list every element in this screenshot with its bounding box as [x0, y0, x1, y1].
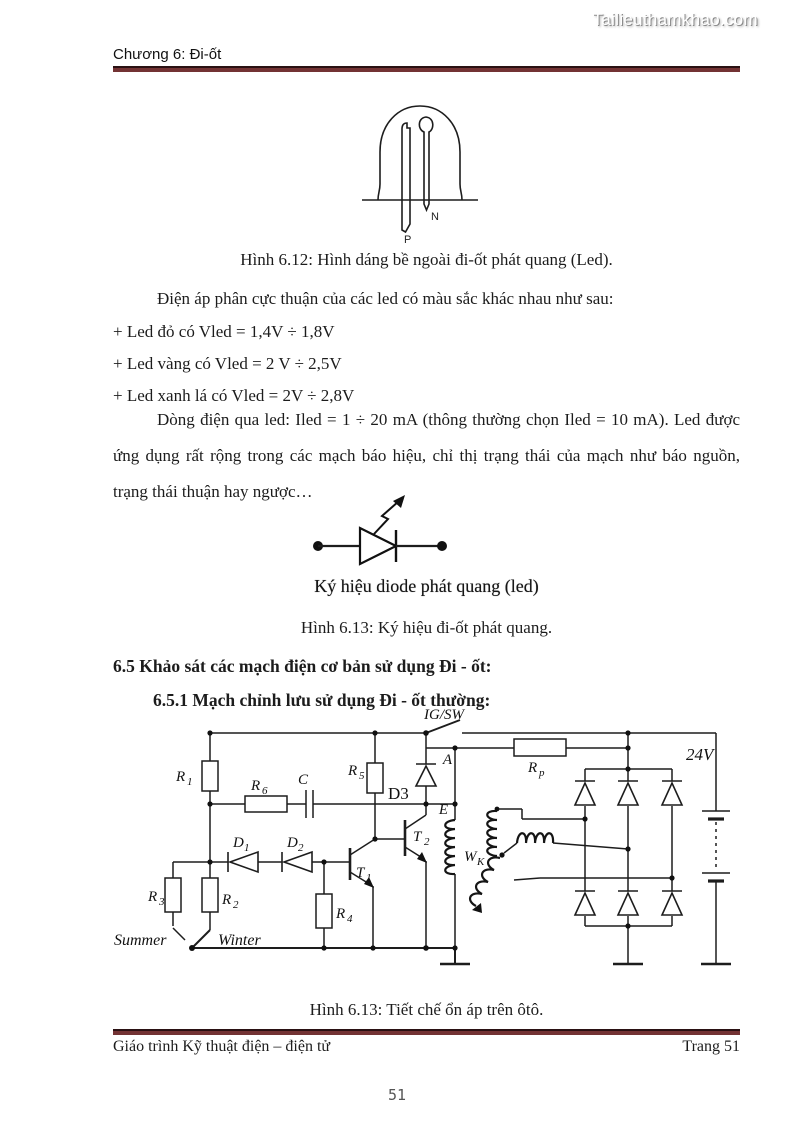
footer-rule: [113, 1029, 740, 1035]
svg-text:1: 1: [244, 842, 250, 854]
svg-text:2: 2: [424, 836, 430, 848]
label-r5: R: [347, 763, 357, 779]
led-package-outline: [362, 105, 478, 234]
led-symbol-label: Ký hiệu diode phát quang (led): [314, 576, 539, 596]
svg-text:K: K: [476, 856, 485, 868]
page-number: 51: [387, 1086, 407, 1104]
circuit-junction-dots: [189, 730, 675, 951]
label-r6: R: [250, 778, 260, 794]
circuit-labels: R 1 R 6 C R 5 D3 IG/SW A R p 24V E T 1 T…: [114, 708, 716, 949]
svg-text:2: 2: [298, 842, 304, 854]
list-item: + Led xanh lá có Vled = 2V ÷ 2,8V: [113, 386, 355, 405]
heading-6-5-1: 6.5.1 Mạch chỉnh lưu sử dụng Đi - ốt thư…: [153, 690, 491, 710]
circuit-wires: [172, 719, 731, 966]
circuit-coils: [444, 809, 555, 907]
pin-label-n: N: [431, 211, 439, 223]
light-arrow-icon: [393, 495, 405, 508]
footer-page-label: Trang 51: [682, 1038, 740, 1055]
label-d3: D3: [388, 784, 409, 803]
svg-text:5: 5: [359, 770, 365, 782]
regulator-circuit-figure: R 1 R 6 C R 5 D3 IG/SW A R p 24V E T 1 T…: [114, 708, 731, 966]
svg-text:p: p: [538, 767, 545, 779]
led-package-figure: P N: [362, 105, 478, 246]
label-winter: Winter: [218, 932, 261, 949]
svg-text:4: 4: [347, 913, 353, 925]
svg-text:1: 1: [187, 776, 193, 788]
caption-fig-612: Hình 6.12: Hình dáng bề ngoài đi-ốt phát…: [240, 250, 613, 269]
led-symbol-drawing: [313, 495, 447, 566]
caption-fig-613-symbol: Hình 6.13: Ký hiệu đi-ốt phát quang.: [300, 618, 553, 637]
heading-6-5: 6.5 Khảo sát các mạch điện cơ bản sử dụn…: [113, 656, 492, 676]
label-r1: R: [175, 769, 185, 785]
label-rp: R: [527, 760, 537, 776]
header-rule: [113, 66, 740, 72]
label-summer: Summer: [114, 932, 167, 949]
label-d2: D: [286, 835, 298, 851]
svg-text:6: 6: [262, 785, 268, 797]
label-igsw: IG/SW: [423, 708, 465, 723]
label-t1: T: [356, 865, 366, 881]
label-e: E: [438, 802, 448, 818]
chapter-header: Chương 6: Đi-ốt: [113, 46, 222, 63]
led-symbol-figure: [313, 495, 447, 566]
footer: Trang 51 Giáo trình Kỹ thuật điện – điện…: [113, 1038, 740, 1056]
label-wk: W: [464, 849, 478, 865]
label-c: C: [298, 772, 309, 788]
label-t2: T: [413, 829, 423, 845]
list-item: + Led đỏ có Vled = 1,4V ÷ 1,8V: [113, 322, 335, 341]
svg-text:3: 3: [158, 896, 165, 908]
circuit-resistors: [164, 738, 567, 929]
led-current-paragraph: Dòng điện qua led: Iled = 1 ÷ 20 mA (thô…: [113, 410, 740, 501]
footer-book-title: Giáo trình Kỹ thuật điện – điện tử: [113, 1038, 331, 1055]
label-d1: D: [232, 835, 244, 851]
list-item: + Led vàng có Vled = 2 V ÷ 2,5V: [113, 354, 342, 373]
caption-fig-613-regulator: Hình 6.13: Tiết chế ổn áp trên ôtô.: [309, 1000, 544, 1019]
label-r3: R: [147, 889, 157, 905]
label-r2: R: [221, 892, 231, 908]
led-voltage-list: + Led đỏ có Vled = 1,4V ÷ 1,8V + Led vàn…: [113, 314, 740, 410]
label-24v: 24V: [686, 745, 716, 764]
intro-line: Điện áp phân cực thuận của các led có mà…: [157, 289, 614, 308]
circuit-diodes: [227, 763, 684, 916]
svg-text:2: 2: [233, 899, 239, 911]
label-r4: R: [335, 906, 345, 922]
svg-text:1: 1: [366, 872, 372, 884]
watermark: Tailieuthamkhao.com: [592, 10, 758, 29]
label-a: A: [442, 752, 453, 768]
circuit-arrowheads: [364, 852, 482, 913]
pin-label-p: P: [404, 234, 411, 246]
